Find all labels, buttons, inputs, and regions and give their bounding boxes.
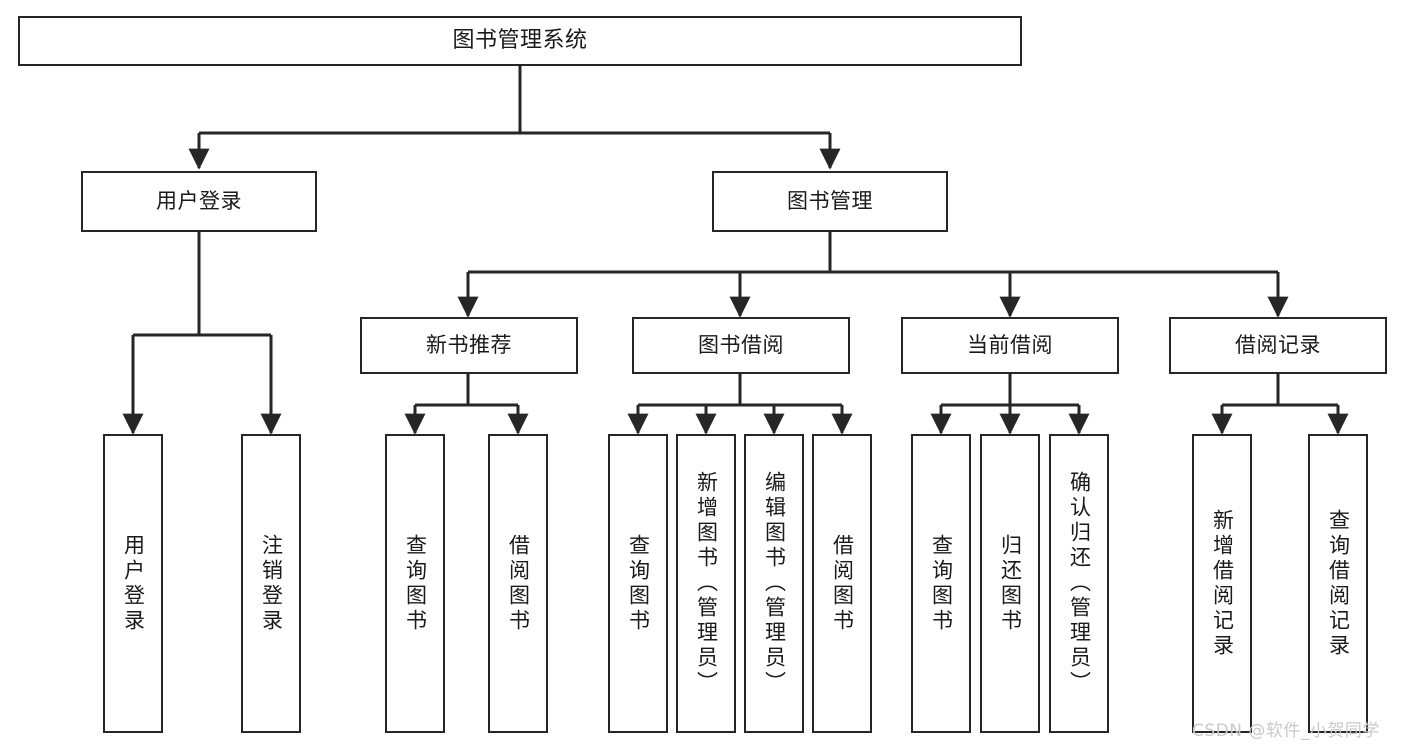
- node-label: 查询图书: [403, 533, 428, 634]
- node-borrow-record[interactable]: 借阅记录: [1169, 317, 1387, 374]
- leaf-user-login[interactable]: 用户登录: [103, 434, 163, 733]
- node-label: 借阅图书: [830, 533, 855, 634]
- node-label: 借阅记录: [1235, 333, 1321, 358]
- node-label: 归还图书: [998, 533, 1023, 634]
- leaf-add-book-admin[interactable]: 新增图书（管理员）: [676, 434, 736, 733]
- csdn-watermark: CSDN @软件_小贺同学: [1192, 721, 1380, 741]
- node-label: 当前借阅: [967, 333, 1053, 358]
- leaf-logout[interactable]: 注销登录: [241, 434, 301, 733]
- node-label: 确认归还（管理员）: [1067, 471, 1092, 696]
- node-label: 图书借阅: [698, 333, 784, 358]
- node-label: 查询图书: [626, 533, 651, 634]
- node-label: 图书管理系统: [452, 28, 588, 54]
- node-label: 用户登录: [121, 533, 146, 634]
- leaf-query-borrow-record[interactable]: 查询借阅记录: [1308, 434, 1368, 733]
- node-book-borrow[interactable]: 图书借阅: [632, 317, 850, 374]
- node-label: 图书管理: [787, 189, 873, 214]
- node-root-book-management-system[interactable]: 图书管理系统: [18, 16, 1022, 66]
- node-label: 查询图书: [929, 533, 954, 634]
- leaf-add-borrow-record[interactable]: 新增借阅记录: [1192, 434, 1252, 733]
- leaf-query-book-borrow[interactable]: 查询图书: [608, 434, 668, 733]
- node-user-login[interactable]: 用户登录: [81, 171, 317, 232]
- node-label: 新增借阅记录: [1210, 508, 1235, 659]
- node-label: 新增图书（管理员）: [694, 471, 719, 696]
- node-label: 用户登录: [156, 189, 242, 214]
- node-label: 编辑图书（管理员）: [762, 471, 787, 696]
- leaf-borrow-book-recommend[interactable]: 借阅图书: [488, 434, 548, 733]
- leaf-confirm-return-admin[interactable]: 确认归还（管理员）: [1049, 434, 1109, 733]
- leaf-edit-book-admin[interactable]: 编辑图书（管理员）: [744, 434, 804, 733]
- leaf-borrow-book[interactable]: 借阅图书: [812, 434, 872, 733]
- node-label: 新书推荐: [426, 333, 512, 358]
- node-current-borrow[interactable]: 当前借阅: [901, 317, 1119, 374]
- node-label: 借阅图书: [506, 533, 531, 634]
- leaf-query-book-current[interactable]: 查询图书: [911, 434, 971, 733]
- leaf-return-book[interactable]: 归还图书: [980, 434, 1040, 733]
- node-label: 注销登录: [259, 533, 284, 634]
- node-label: 查询借阅记录: [1326, 508, 1351, 659]
- leaf-query-book-recommend[interactable]: 查询图书: [385, 434, 445, 733]
- node-new-book-recommend[interactable]: 新书推荐: [360, 317, 578, 374]
- node-book-management[interactable]: 图书管理: [712, 171, 948, 232]
